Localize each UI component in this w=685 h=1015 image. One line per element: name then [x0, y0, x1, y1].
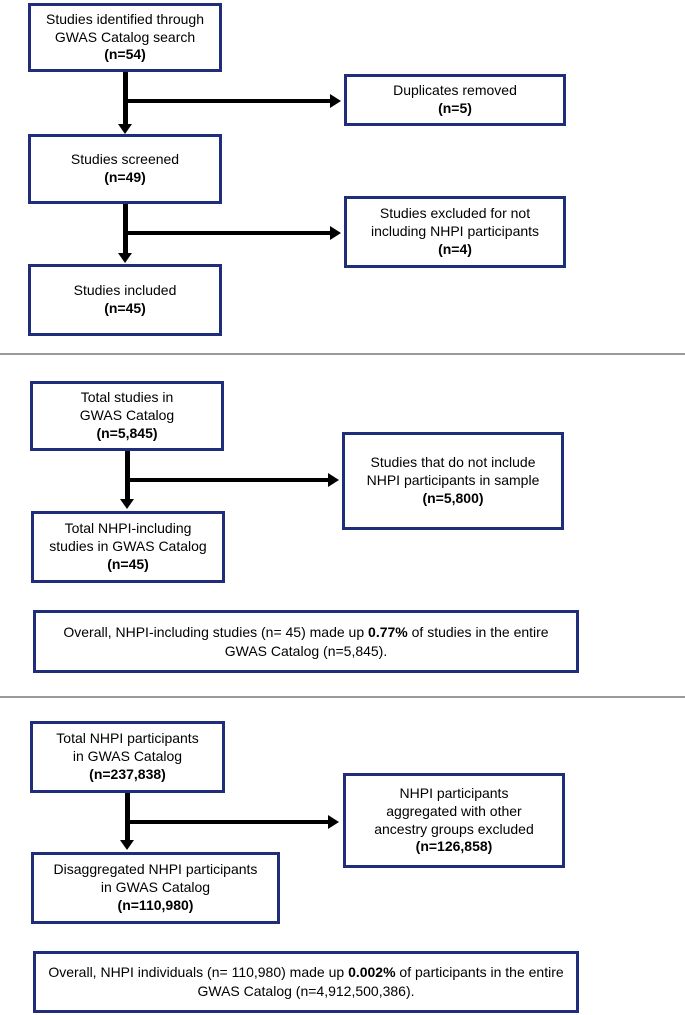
- summary-text: Overall, NHPI-including studies (n= 45) …: [46, 623, 566, 661]
- arrow-right-line: [125, 231, 330, 235]
- box-count: (n=126,858): [415, 838, 493, 855]
- box-text: Studies screened: [70, 151, 180, 168]
- summary-text-post: of participants in the entire GWAS Catal…: [197, 964, 564, 999]
- summary-percent: 0.77%: [368, 623, 408, 640]
- box-count: (n=5,800): [422, 489, 484, 506]
- arrow-right-head-icon: [328, 473, 339, 487]
- box-studies-screened: Studies screened (n=49): [28, 134, 222, 204]
- box-duplicates-removed: Duplicates removed (n=5): [344, 74, 566, 126]
- box-count: (n=5,845): [96, 424, 158, 441]
- arrow-right-line: [125, 99, 330, 103]
- box-studies-included: Studies included (n=45): [28, 264, 222, 336]
- box-total-studies: Total studies in GWAS Catalog (n=5,845): [30, 381, 224, 451]
- box-studies-without-nhpi: Studies that do not include NHPI partici…: [342, 432, 564, 530]
- box-count: (n=54): [104, 46, 146, 63]
- box-text: Studies included: [73, 282, 177, 299]
- summary-studies: Overall, NHPI-including studies (n= 45) …: [33, 610, 579, 673]
- summary-participants: Overall, NHPI individuals (n= 110,980) m…: [33, 951, 579, 1013]
- summary-text-pre: Overall, NHPI-including studies (n= 45) …: [63, 623, 369, 640]
- box-count: (n=45): [104, 300, 146, 316]
- box-text: Studies identified through GWAS Catalog …: [46, 10, 204, 45]
- summary-text-post: of studies in the entire GWAS Catalog (n…: [224, 623, 549, 659]
- arrow-down-line: [123, 72, 128, 125]
- box-count: (n=110,980): [117, 896, 194, 913]
- box-studies-excluded: Studies excluded for not including NHPI …: [344, 196, 566, 268]
- box-count: (n=4): [438, 240, 472, 257]
- arrow-down-head-icon: [118, 253, 132, 263]
- box-text: Studies excluded for not including NHPI …: [370, 205, 540, 240]
- section-divider: [0, 696, 685, 698]
- box-text: Total NHPI participants in GWAS Catalog: [56, 730, 199, 765]
- box-total-nhpi-participants: Total NHPI participants in GWAS Catalog …: [30, 721, 225, 793]
- arrow-down-head-icon: [118, 124, 132, 134]
- summary-percent: 0.002%: [348, 964, 396, 981]
- box-count: (n=45): [107, 555, 149, 572]
- arrow-right-head-icon: [330, 94, 341, 108]
- box-count: (n=49): [104, 169, 146, 185]
- box-count: (n=237,838): [89, 765, 166, 782]
- arrow-down-head-icon: [120, 840, 134, 850]
- box-text: Studies that do not include NHPI partici…: [366, 454, 540, 489]
- box-text: Total NHPI-including studies in GWAS Cat…: [49, 520, 207, 555]
- arrow-right-head-icon: [328, 815, 339, 829]
- box-text: NHPI participants aggregated with other …: [374, 784, 534, 837]
- arrow-down-head-icon: [120, 499, 134, 509]
- box-studies-identified: Studies identified through GWAS Catalog …: [28, 3, 222, 72]
- box-count: (n=5): [438, 100, 472, 116]
- box-disaggregated-participants: Disaggregated NHPI participants in GWAS …: [31, 852, 280, 924]
- box-text: Total studies in GWAS Catalog: [79, 389, 175, 424]
- section-divider: [0, 353, 685, 355]
- arrow-right-line: [127, 478, 328, 482]
- box-aggregated-excluded: NHPI participants aggregated with other …: [343, 773, 565, 868]
- arrow-right-line: [127, 820, 328, 824]
- box-nhpi-including-studies: Total NHPI-including studies in GWAS Cat…: [31, 511, 225, 583]
- summary-text-pre: Overall, NHPI individuals (n= 110,980) m…: [48, 964, 349, 981]
- box-text: Disaggregated NHPI participants in GWAS …: [53, 861, 258, 896]
- arrow-down-line: [125, 451, 130, 500]
- summary-text: Overall, NHPI individuals (n= 110,980) m…: [46, 963, 566, 1001]
- box-text: Duplicates removed: [393, 82, 517, 99]
- arrow-right-head-icon: [330, 226, 341, 240]
- arrow-down-line: [123, 204, 128, 254]
- arrow-down-line: [125, 793, 130, 841]
